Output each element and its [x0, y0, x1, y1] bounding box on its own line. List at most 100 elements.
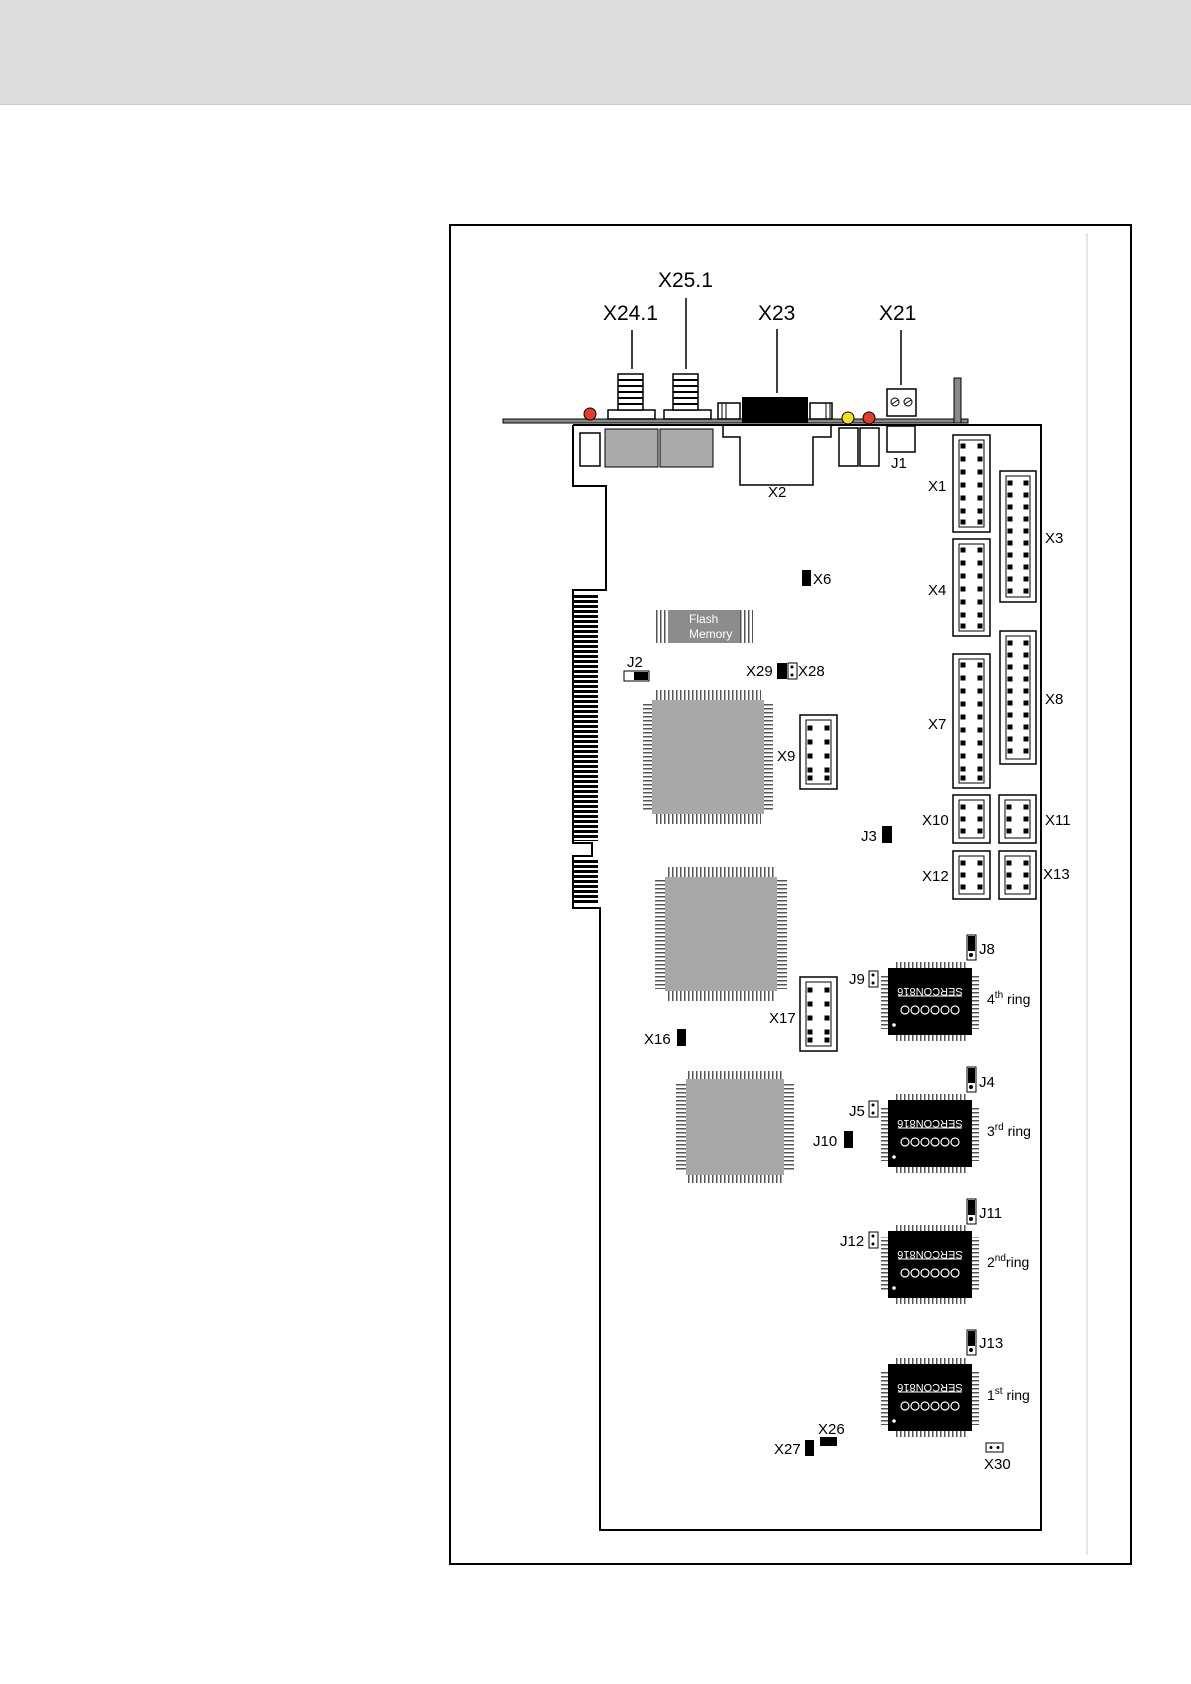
label-x8: X8 — [1045, 691, 1063, 708]
ring-label: 3rd ring — [987, 1122, 1031, 1139]
header-pin — [978, 574, 983, 579]
header-pin — [825, 1002, 830, 1007]
sercon-chip-label: SERCON816 — [897, 1248, 962, 1260]
label-x7: X7 — [928, 716, 946, 733]
header-pin — [808, 988, 813, 993]
header-pin — [961, 702, 966, 707]
label-x11: X11 — [1045, 812, 1071, 829]
header-pin — [961, 689, 966, 694]
header-pin — [961, 509, 966, 514]
header-pin — [1024, 713, 1029, 718]
j4-jumper — [967, 1067, 976, 1092]
header-x11 — [999, 795, 1036, 843]
j13-jumper — [967, 1330, 976, 1355]
label-x28: X28 — [798, 663, 825, 680]
leds-housing — [839, 428, 879, 466]
label-x25-1: X25.1 — [658, 269, 713, 292]
header-pin — [1024, 689, 1029, 694]
flash-memory-chip: Flash Memory — [655, 610, 753, 643]
label-x6: X6 — [813, 571, 831, 588]
header-pin — [1008, 517, 1013, 522]
led-red-left — [584, 408, 596, 420]
label-j8: J8 — [979, 941, 995, 958]
header-pin — [978, 829, 983, 834]
header-pin — [1007, 817, 1012, 822]
header-pin — [825, 1030, 830, 1035]
header-pin — [978, 520, 983, 525]
header-pin — [825, 988, 830, 993]
header-pin — [978, 776, 983, 781]
header-pin — [978, 676, 983, 681]
header-x17 — [800, 977, 837, 1051]
header-pin — [961, 767, 966, 772]
sercon-chip-label: SERCON816 — [897, 1117, 962, 1129]
header-pin — [825, 726, 830, 731]
header-pin — [1024, 749, 1029, 754]
header-pin — [961, 885, 966, 890]
header-pin — [1008, 529, 1013, 534]
header-pin — [978, 873, 983, 878]
header-pin — [978, 689, 983, 694]
j5-jumper — [869, 1101, 878, 1117]
header-pin — [1024, 553, 1029, 558]
header-pin — [961, 520, 966, 525]
header-pin — [1007, 873, 1012, 878]
ring-label: 1st ring — [987, 1386, 1030, 1403]
header-pin — [1008, 641, 1013, 646]
header-pin — [1024, 885, 1029, 890]
header-pin — [1008, 653, 1013, 658]
header-pin — [961, 574, 966, 579]
header-pin — [961, 663, 966, 668]
header-pin — [961, 754, 966, 759]
header-pin — [825, 1016, 830, 1021]
header-pin — [1008, 713, 1013, 718]
header-pin — [978, 741, 983, 746]
header-pin — [1007, 829, 1012, 834]
header-pin — [1008, 565, 1013, 570]
header-pin — [1024, 505, 1029, 510]
header-pin — [961, 817, 966, 822]
qfp-chip-2 — [655, 867, 787, 1001]
header-pin — [1024, 541, 1029, 546]
header-pin — [961, 676, 966, 681]
header-pin — [978, 600, 983, 605]
label-j13: J13 — [979, 1335, 1003, 1352]
header-pin — [1024, 589, 1029, 594]
sercon-chip-label: SERCON816 — [897, 985, 962, 997]
label-x21: X21 — [879, 302, 916, 325]
header-pin — [961, 457, 966, 462]
sercon816-chip-3: SERCON816 3rd ring — [881, 1094, 1031, 1173]
flash-label-line2: Memory — [689, 627, 732, 641]
label-x12: X12 — [922, 868, 949, 885]
label-x24-1: X24.1 — [603, 302, 658, 325]
header-pin — [808, 740, 813, 745]
header-pin — [1008, 665, 1013, 670]
header-pin — [978, 470, 983, 475]
header-pin — [961, 776, 966, 781]
label-j9: J9 — [849, 971, 865, 988]
header-pin — [978, 754, 983, 759]
header-x12 — [953, 851, 990, 899]
label-j11: J11 — [979, 1205, 1002, 1222]
header-pin — [808, 1002, 813, 1007]
header-pin — [961, 624, 966, 629]
header-pin — [1024, 665, 1029, 670]
header-pin — [978, 613, 983, 618]
header-pin — [1008, 481, 1013, 486]
label-j10: J10 — [813, 1133, 837, 1150]
header-pin — [961, 873, 966, 878]
header-pin — [978, 587, 983, 592]
header-pin — [978, 702, 983, 707]
header-pin — [978, 805, 983, 810]
qfp-chip-1 — [643, 690, 773, 824]
header-pin — [1024, 493, 1029, 498]
header-pin — [978, 483, 983, 488]
j9-jumper — [869, 971, 878, 987]
header-pin — [1007, 861, 1012, 866]
header-pin — [808, 1030, 813, 1035]
led-yellow — [842, 412, 854, 424]
label-x3: X3 — [1045, 530, 1063, 547]
header-x10 — [953, 795, 990, 843]
